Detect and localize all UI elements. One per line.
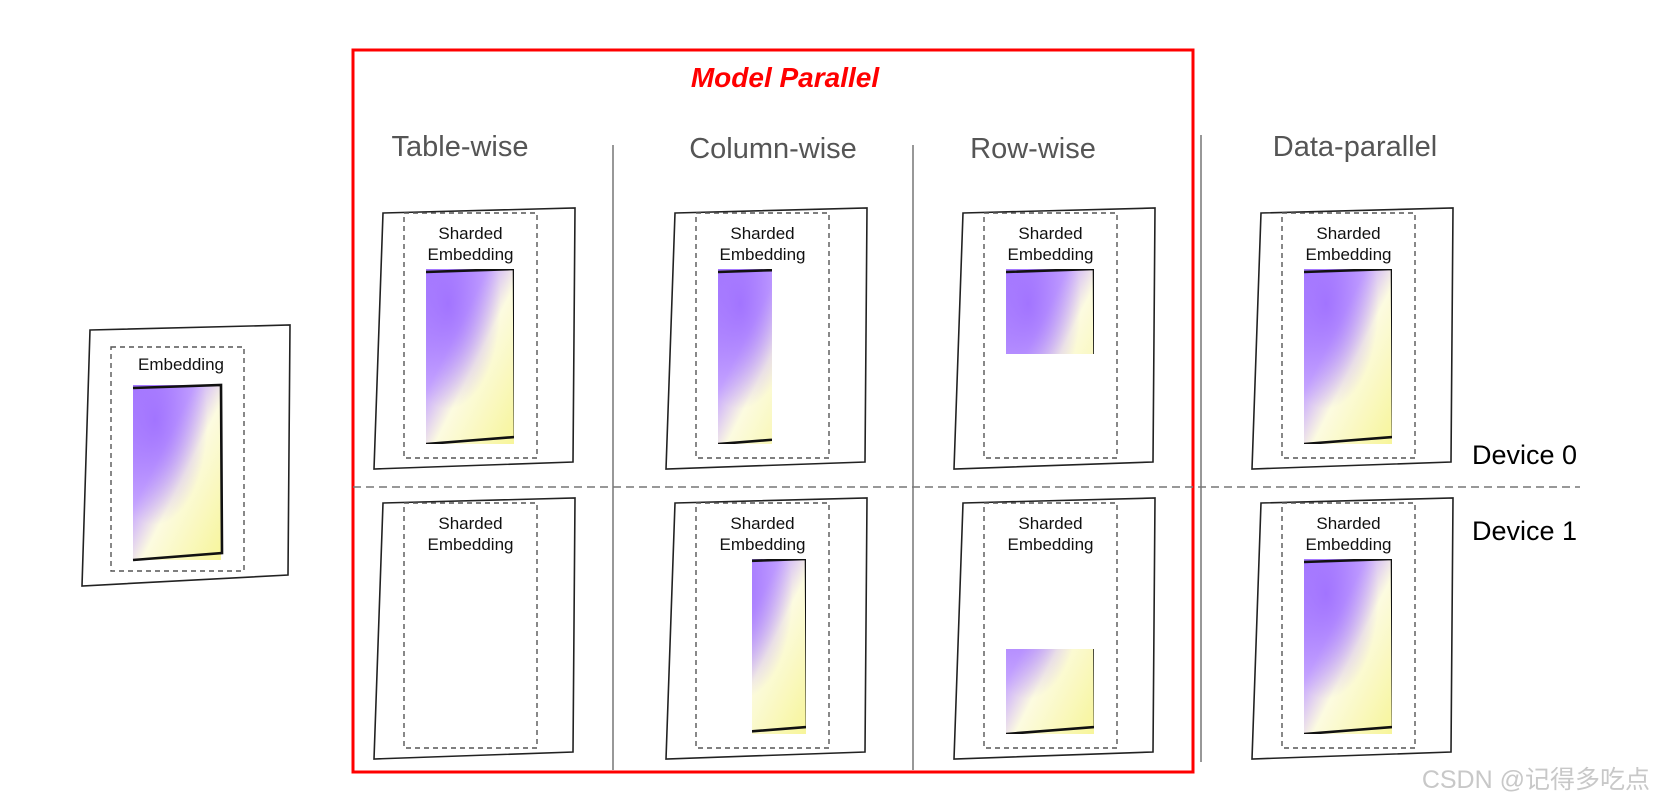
column-title-data-parallel: Data-parallel — [1273, 131, 1437, 163]
embedding-shard-outline-column-device1 — [752, 559, 806, 733]
embedding-shard-outline-data-device0 — [1304, 269, 1392, 444]
sharded-label-line1-data-device0: Sharded — [1316, 224, 1380, 243]
sharded-label-line2-column-device1: Embedding — [719, 535, 805, 554]
column-title-row-wise: Row-wise — [970, 133, 1096, 165]
sharded-label-line1-row-device0: Sharded — [1018, 224, 1082, 243]
embedding-shard-glow-data-device0 — [1304, 269, 1392, 444]
shard-dashed-box-table-device1 — [403, 502, 538, 749]
device-label-1: Device 1 — [1472, 516, 1577, 546]
device-box-row-device1 — [953, 497, 1156, 760]
sharded-cells: ShardedEmbeddingShardedEmbeddingShardedE… — [373, 207, 1454, 760]
sharded-label-line2-data-device1: Embedding — [1305, 535, 1391, 554]
sharded-label-line1-table-device1: Sharded — [438, 514, 502, 533]
sharded-label-line2-row-device1: Embedding — [1007, 535, 1093, 554]
embedding-shard-outline-table-device0 — [426, 269, 514, 444]
embedding-shard-outline-data-device1 — [1304, 559, 1392, 734]
embedding-shard-outline-row-device1 — [1006, 649, 1094, 734]
sharded-label-line2-table-device1: Embedding — [427, 535, 513, 554]
sharded-label-line2-column-device0: Embedding — [719, 245, 805, 264]
column-title-table-wise: Table-wise — [392, 131, 529, 163]
shard-dashed-box-row-device1 — [983, 502, 1118, 749]
embedding-shard-glow-table-device0 — [426, 269, 514, 444]
sharded-label-line1-data-device1: Sharded — [1316, 514, 1380, 533]
sharded-label-line2-row-device0: Embedding — [1007, 245, 1093, 264]
embedding-shard-glow-column-device1 — [752, 559, 806, 734]
source-embedding-table-outline — [132, 383, 224, 562]
sharded-label-line1-row-device1: Sharded — [1018, 514, 1082, 533]
source-embedding-label: Embedding — [138, 355, 224, 374]
column-title-column-wise: Column-wise — [689, 133, 857, 165]
sharded-label-line1-table-device0: Sharded — [438, 224, 502, 243]
shard-dashed-box-column-device1 — [695, 502, 830, 749]
source-embedding-table-glow — [133, 385, 221, 560]
shard-dashed-box-column-device0 — [695, 212, 830, 459]
sharded-label-line2-table-device0: Embedding — [427, 245, 513, 264]
shard-dashed-box-row-device0 — [983, 212, 1118, 459]
embedding-shard-glow-column-device0 — [718, 269, 772, 444]
sharded-label-line1-column-device1: Sharded — [730, 514, 794, 533]
shard-dashed-box-table-device0 — [403, 212, 538, 459]
device-label-0: Device 0 — [1472, 440, 1577, 470]
sharded-label-line2-data-device0: Embedding — [1305, 245, 1391, 264]
embedding-shard-outline-column-device0 — [718, 269, 772, 444]
watermark: CSDN @记得多吃点 — [1422, 766, 1650, 794]
model-parallel-frame — [351, 48, 1195, 774]
model-parallel-title: Model Parallel — [691, 62, 881, 93]
device-box-table-device1 — [373, 497, 576, 760]
embedding-shard-outline-row-device0 — [1006, 269, 1094, 354]
source-embedding-dashed-box — [110, 346, 245, 572]
shard-dashed-box-data-device0 — [1281, 212, 1416, 459]
embedding-shard-glow-data-device1 — [1304, 559, 1392, 734]
embedding-shard-glow-row-device1 — [1006, 649, 1094, 734]
sharded-label-line1-column-device0: Sharded — [730, 224, 794, 243]
shard-dashed-box-data-device1 — [1281, 502, 1416, 749]
source-embedding: Embedding — [81, 324, 291, 587]
embedding-shard-glow-row-device0 — [1006, 269, 1094, 354]
